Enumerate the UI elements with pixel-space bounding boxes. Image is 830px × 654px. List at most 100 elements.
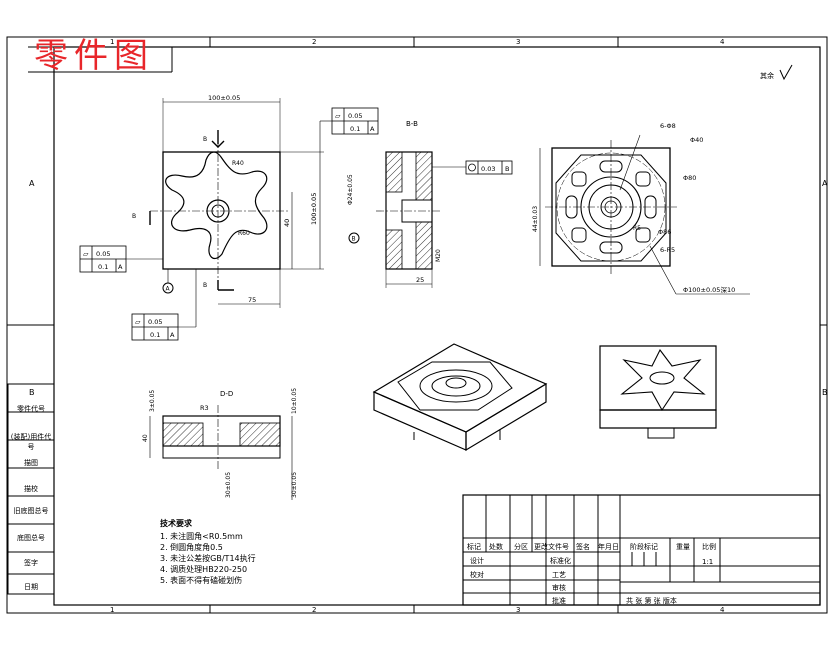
tb-weight: 重量 (676, 543, 690, 551)
datum-a-label: A (166, 286, 171, 293)
top-dim-2: Φ40 (690, 136, 703, 144)
tb-change-doc: 更改文件号 (534, 543, 569, 551)
sidebar-label-2: (装配)用件代号 (10, 433, 52, 451)
top-dim-5: R5 (633, 225, 641, 232)
note-item-1: 1. 未注圆角<R0.5mm (160, 532, 243, 541)
top-note: Φ100±0.05深10 (683, 285, 735, 294)
front-radius-inner: R60 (238, 230, 250, 237)
tb-mark: 标记 (467, 543, 481, 551)
tol-bottom-second: 0.1 (150, 331, 160, 339)
tol-bottom-datum: A (170, 331, 175, 339)
zone-number-2-bottom: 2 (312, 606, 316, 614)
tol-bottom-symbol: ▱ (135, 318, 141, 326)
zone-number-3-bottom: 3 (516, 606, 520, 614)
tb-check: 校对 (470, 571, 484, 579)
front-view-outline (162, 151, 281, 270)
section-bb-dim-left: Φ24±0.05 (347, 174, 354, 205)
tol-top-datum: A (370, 125, 375, 133)
note-item-2: 2. 倒圆角度角0.5 (160, 543, 223, 552)
tol-top-value: 0.05 (348, 112, 362, 120)
section-bb-hatch-top (385, 151, 403, 193)
zone-number-1-bottom: 1 (110, 606, 114, 614)
tb-sheets: 共 张 第 张 版本 (626, 597, 677, 605)
section-mark-top: B (203, 136, 207, 143)
section-dd-base (162, 445, 281, 459)
top-dim-4: Φ86 (658, 228, 671, 236)
title-block (462, 494, 821, 606)
section-dd-dim-right1: 10±0.05 (291, 388, 298, 414)
drawing-title: 零件图 (34, 36, 154, 76)
tb-sign: 签名 (576, 543, 590, 551)
section-bb-tol-value: 0.03 (481, 165, 495, 173)
zone-letter-b-right: B (822, 388, 828, 397)
section-bb-hatch-right-bottom (415, 221, 433, 270)
sidebar-label-1: 零件代号 (17, 405, 45, 413)
tol-left-datum: A (118, 263, 123, 271)
section-dd-dim-top: R3 (200, 404, 209, 412)
tolerance-frame-top: ▱ 0.05 0.1 A (319, 107, 379, 152)
top-view: 6-Φ8 Φ40 Φ80 Φ86 R5 6-R5 44±0.03 Φ100±0.… (532, 122, 750, 295)
section-bb-dim-bottom: 25 (416, 276, 424, 284)
concentricity-icon (468, 163, 476, 172)
zone-number-4-bottom: 4 (720, 606, 725, 614)
section-arrow-bottom (217, 280, 234, 291)
zone-letter-b: B (29, 388, 35, 397)
section-mark-left: B (132, 213, 136, 220)
technical-notes: 技术要求 1. 未注圆角<R0.5mm 2. 倒圆角度角0.5 3. 未注公差按… (160, 518, 256, 586)
zone-number-2: 2 (312, 38, 316, 46)
tol-bottom-value: 0.05 (148, 318, 162, 326)
tolerance-frame-bottom: ▱ 0.05 0.1 A (131, 269, 197, 341)
section-bb-title: B-B (406, 120, 418, 128)
section-dd-hatch-right (239, 422, 281, 447)
tb-design: 设计 (470, 557, 484, 565)
section-dd-dim-left2: 40 (142, 434, 149, 442)
isometric-view-2 (599, 345, 717, 439)
star-profile (165, 151, 268, 259)
front-dim-top: 100±0.05 (208, 94, 240, 102)
slot-8 (571, 227, 587, 243)
octagon-pocket (555, 154, 667, 262)
front-radius-outer: R40 (232, 160, 244, 167)
tb-scale-label: 比例 (702, 543, 716, 551)
inner-border (53, 46, 821, 606)
tol-left-symbol: ▱ (83, 250, 89, 258)
slot-7 (635, 171, 651, 187)
tb-zone: 分区 (514, 543, 528, 551)
section-dd-dim-right2: 30±0.05 (225, 472, 232, 498)
top-dim-1: 6-Φ8 (660, 122, 676, 130)
slot-6 (635, 227, 651, 243)
note-item-3: 3. 未注公差按GB/T14执行 (160, 554, 256, 563)
section-arrow-top (211, 130, 225, 148)
tol-top-second: 0.1 (350, 125, 360, 133)
tol-left-value: 0.05 (96, 250, 110, 258)
section-bb-dim-mid: M20 (435, 249, 442, 262)
roughness-note: 其余 (760, 71, 774, 80)
tb-scale-value: 1:1 (702, 558, 714, 566)
section-dd-hatch-left (162, 422, 204, 447)
tol-top-symbol: ▱ (335, 112, 341, 120)
zone-letter-a-right: A (822, 179, 828, 188)
tb-review: 审核 (552, 584, 566, 592)
front-view: 100±0.05 100±0.05 40 75 R40 R60 B B B A (132, 94, 324, 308)
roughness-icon (779, 64, 793, 81)
tb-standard: 标准化 (550, 557, 571, 565)
section-bb-hatch-right-top (415, 151, 433, 201)
front-dim-right-total: 100±0.05 (310, 193, 318, 225)
notes-heading: 技术要求 (160, 519, 192, 528)
tb-stage: 阶段标记 (630, 543, 658, 551)
tol-left-second: 0.1 (98, 263, 108, 271)
tb-count: 处数 (489, 543, 503, 551)
section-bb-hatch-bottom (385, 229, 403, 270)
sidebar-label-4: 描校 (24, 485, 38, 493)
datum-circle-b (348, 232, 360, 244)
top-dim-3: Φ80 (683, 174, 696, 182)
section-bb-tolerance-frame (465, 160, 513, 175)
section-dd-view: D-D R3 3±0.05 40 10±0.05 30±0.05 30±0.05 (142, 388, 298, 500)
note-item-4: 4. 调质处理HB220-250 (160, 565, 248, 574)
tb-process: 工艺 (552, 571, 566, 579)
top-dim-6: 6-R5 (660, 246, 675, 254)
slot-5 (571, 171, 587, 187)
zone-number-4: 4 (720, 38, 725, 46)
sidebar-label-3: 描图 (24, 459, 38, 467)
